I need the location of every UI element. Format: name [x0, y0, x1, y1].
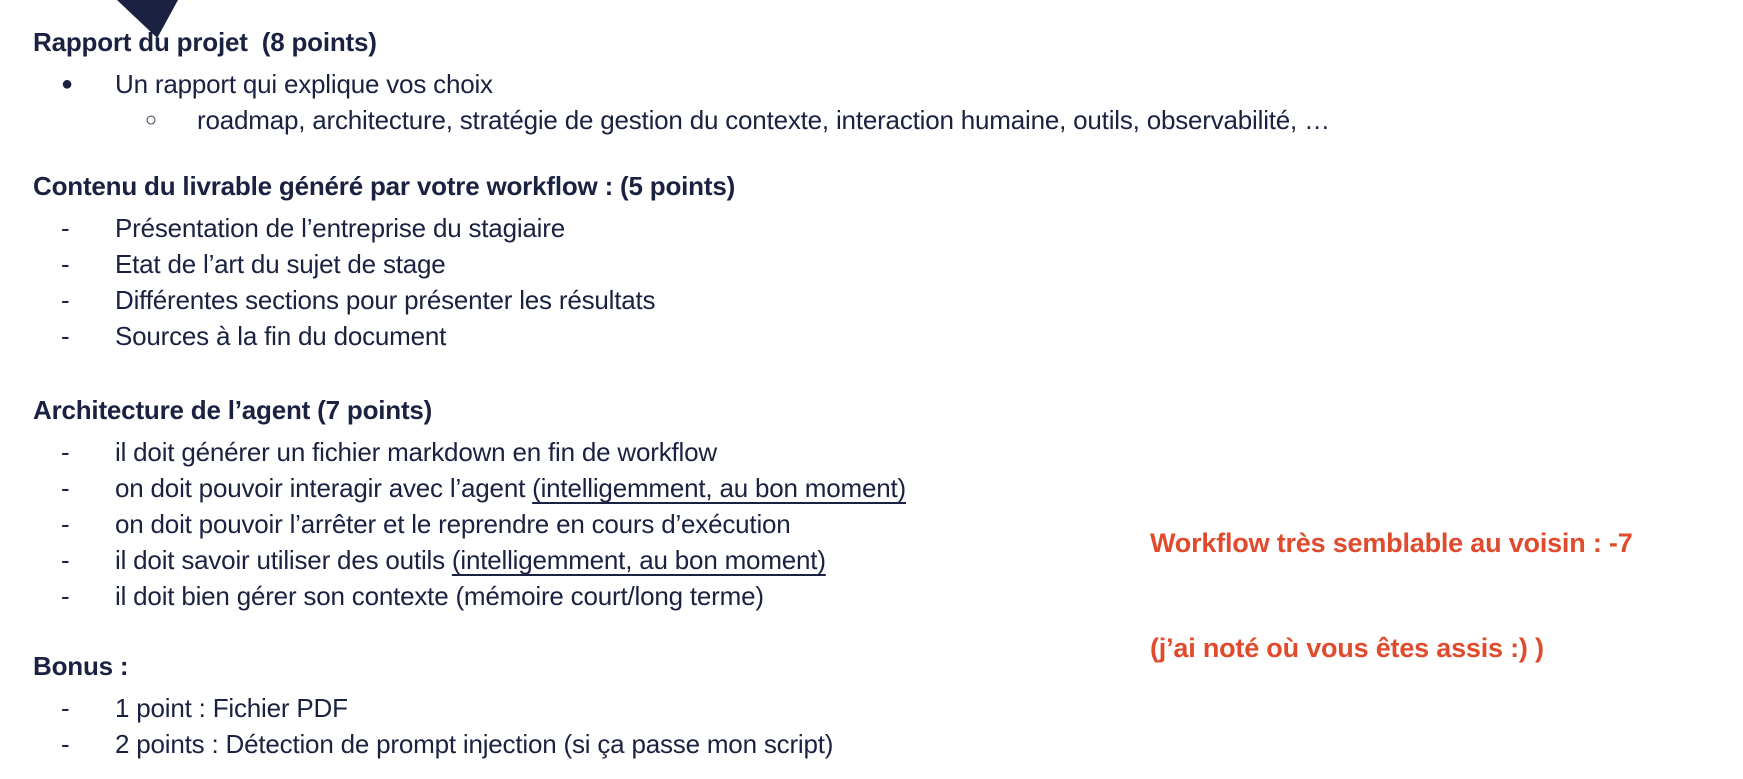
dash-bullet-marker: -	[61, 545, 70, 575]
rubric-item: - il doit générer un fichier markdown en …	[33, 434, 906, 470]
dash-bullet-marker: -	[61, 213, 70, 243]
grader-comment: Workflow très semblable au voisin : -7 (…	[1150, 456, 1633, 736]
rubric-item: - il doit bien gérer son contexte (mémoir…	[33, 578, 906, 614]
rubric-section: Contenu du livrable généré par votre wor…	[33, 168, 735, 354]
rubric-item: - on doit pouvoir l’arrêter et le reprend…	[33, 506, 906, 542]
item-text: il doit savoir utiliser des outils	[115, 545, 452, 575]
rubric-item: - Différentes sections pour présenter les…	[33, 282, 735, 318]
rubric-item: ○ roadmap, architecture, stratégie de ges…	[33, 102, 1330, 138]
item-text: 1 point : Fichier PDF	[115, 693, 348, 723]
dash-bullet-marker: -	[61, 729, 70, 759]
item-text: on doit pouvoir interagir avec l’agent	[115, 473, 533, 503]
dash-bullet-marker: -	[61, 285, 70, 315]
item-text: (intelligemment, au bon moment)	[451, 545, 826, 575]
dash-bullet-marker: -	[61, 473, 70, 503]
circle-bullet-marker: ○	[145, 109, 157, 131]
rubric-item: - il doit savoir utiliser des outils (int…	[33, 542, 906, 578]
item-text: 2 points : Détection de prompt injection…	[115, 729, 834, 759]
dash-bullet-marker: -	[61, 321, 70, 351]
rubric-item: ● Un rapport qui explique vos choix	[33, 66, 1330, 102]
item-text: on doit pouvoir l’arrêter et le reprendr…	[115, 509, 791, 539]
disc-bullet-marker: ●	[61, 73, 73, 95]
item-text: Etat de l’art du sujet de stage	[115, 249, 446, 279]
rubric-item: -on doit pouvoir interagir avec l’agent …	[33, 470, 906, 506]
dash-bullet-marker: -	[61, 249, 70, 279]
dash-bullet-marker: -	[61, 509, 70, 539]
section-items: - il doit générer un fichier markdown en …	[33, 434, 906, 614]
item-text: il doit bien gérer son contexte (mémoire…	[115, 581, 764, 611]
dash-bullet-marker: -	[61, 437, 70, 467]
item-text: Présentation de l’entreprise du stagiair…	[115, 213, 565, 243]
grader-comment-line: Workflow très semblable au voisin : -7	[1150, 528, 1633, 558]
item-text: (intelligemment, au bon moment)	[532, 473, 906, 503]
item-text: Différentes sections pour présenter les …	[115, 285, 656, 315]
rubric-section: Rapport du projet (8 points) ● Un rapport…	[33, 24, 1330, 138]
section-items: - 1 point : Fichier PDF - 2 points : Détect…	[33, 690, 833, 762]
dash-bullet-marker: -	[61, 693, 70, 723]
grader-comment-line: (j’ai noté où vous êtes assis :) )	[1150, 633, 1544, 663]
section-items: ● Un rapport qui explique vos choix ○ roadm…	[33, 66, 1330, 138]
section-items: - Présentation de l’entreprise du stagiai…	[33, 210, 735, 354]
rubric-section: Architecture de l’agent (7 points) - il d…	[33, 392, 906, 614]
rubric-item: - 1 point : Fichier PDF	[33, 690, 833, 726]
item-text: il doit générer un fichier markdown en f…	[115, 437, 717, 467]
rubric-section: Bonus : - 1 point : Fichier PDF - 2 points …	[33, 648, 833, 762]
section-title: Bonus :	[33, 651, 129, 681]
section-title: Architecture de l’agent (7 points)	[33, 395, 433, 425]
rubric-item: - Sources à la fin du document	[33, 318, 735, 354]
rubric-item: - Etat de l’art du sujet de stage	[33, 246, 735, 282]
item-text: Sources à la fin du document	[115, 321, 447, 351]
item-text: roadmap, architecture, stratégie de gest…	[197, 105, 1330, 135]
dash-bullet-marker: -	[61, 581, 70, 611]
section-title: Rapport du projet (8 points)	[33, 27, 377, 57]
section-title: Contenu du livrable généré par votre wor…	[33, 171, 736, 201]
rubric-item: - 2 points : Détection de prompt injectio…	[33, 726, 833, 762]
item-text: Un rapport qui explique vos choix	[115, 69, 493, 99]
rubric-item: - Présentation de l’entreprise du stagiai…	[33, 210, 735, 246]
